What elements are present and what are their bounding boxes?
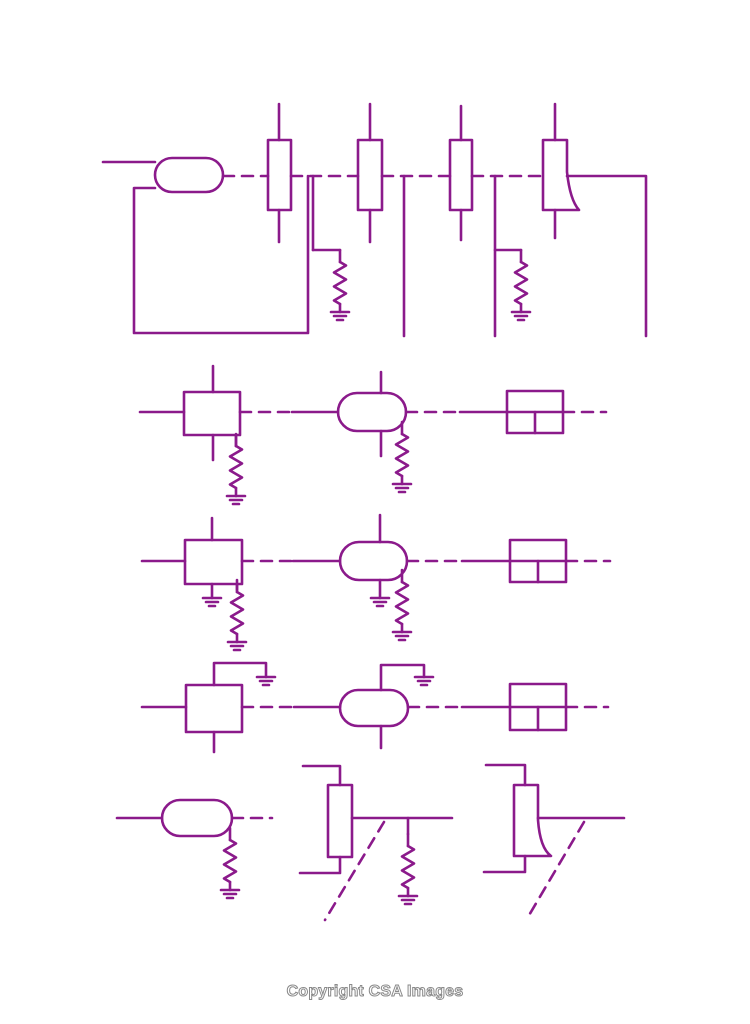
- ground-symbol: [510, 310, 532, 322]
- capsule-symbol: [338, 688, 410, 728]
- resistor-bar-symbol: [326, 783, 354, 859]
- capsule-symbol: [338, 540, 409, 582]
- wire: [132, 174, 310, 335]
- ground-symbol: [413, 675, 435, 687]
- dashed-link: [323, 820, 386, 922]
- wire: [212, 661, 268, 687]
- box-symbol: [182, 390, 242, 437]
- ground-symbol: [201, 596, 223, 608]
- capsule-symbol: [160, 798, 234, 838]
- box-symbol: [184, 683, 244, 734]
- ground-symbol: [391, 630, 413, 642]
- zigzag-resistor-symbol: [394, 580, 410, 626]
- curved-bar-symbol: [541, 138, 581, 212]
- row-box-capsule-split-2: [140, 513, 612, 652]
- zigzag-resistor-symbol: [400, 844, 416, 890]
- resistor-bar-symbol: [448, 138, 474, 212]
- row-box-capsule-split-1: [138, 364, 608, 506]
- dashed-link: [526, 820, 586, 919]
- wire: [379, 663, 426, 692]
- wire: [565, 174, 648, 338]
- zigzag-resistor-symbol: [229, 590, 245, 636]
- box-symbol: [183, 538, 244, 586]
- zigzag-resistor-symbol: [513, 260, 529, 306]
- ground-symbol: [219, 888, 241, 900]
- wire: [482, 854, 527, 874]
- zigzag-resistor-symbol: [394, 432, 410, 478]
- wire: [301, 764, 342, 787]
- capsule-symbol: [153, 156, 225, 194]
- row-capsule-and-bars: [115, 763, 626, 922]
- copyright-watermark: Copyright CSA Images: [286, 983, 464, 1001]
- ground-symbol: [329, 310, 351, 322]
- ground-symbol: [255, 675, 277, 687]
- top-schematic: [101, 102, 648, 338]
- ground-symbol: [225, 494, 247, 506]
- wire: [298, 855, 342, 875]
- ground-symbol: [369, 596, 391, 608]
- curved-bar-symbol: [512, 783, 553, 858]
- ground-symbol: [397, 894, 419, 906]
- zigzag-resistor-symbol: [332, 260, 348, 306]
- row-box-capsule-split-3: [140, 661, 610, 754]
- capsule-symbol: [336, 391, 408, 433]
- ground-symbol: [391, 482, 413, 494]
- zigzag-resistor-symbol: [228, 444, 244, 490]
- zigzag-resistor-symbol: [222, 838, 238, 884]
- resistor-bar-symbol: [356, 138, 384, 212]
- resistor-bar-symbol: [266, 138, 293, 212]
- wire: [484, 763, 527, 787]
- ground-symbol: [226, 640, 248, 652]
